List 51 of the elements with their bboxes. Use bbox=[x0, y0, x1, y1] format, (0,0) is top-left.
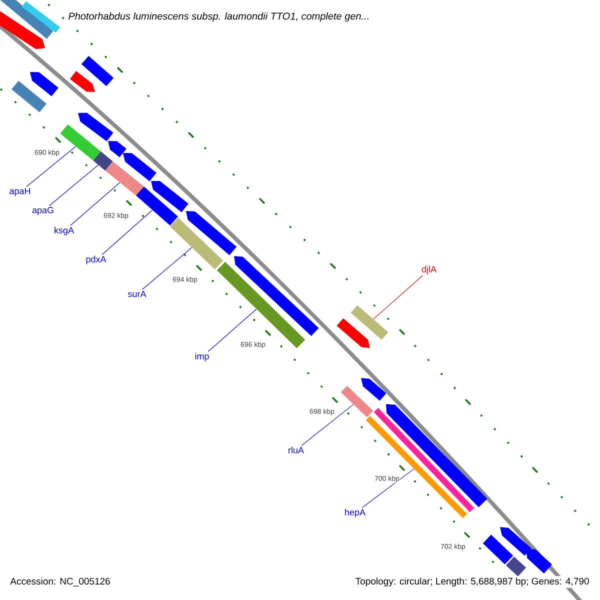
gene-bar bbox=[350, 305, 388, 340]
leader-line bbox=[26, 146, 76, 188]
gene-bar bbox=[136, 186, 178, 226]
gene-block bbox=[0, 10, 45, 50]
leader-line bbox=[208, 308, 257, 352]
gene-block bbox=[78, 112, 114, 142]
gene-block bbox=[108, 141, 126, 158]
leader-line bbox=[373, 275, 424, 320]
gene-bar bbox=[340, 386, 374, 418]
gene-label: hepA bbox=[345, 508, 366, 518]
gene-block bbox=[70, 71, 95, 92]
accession-text: Accession: NC_005126 bbox=[10, 578, 110, 586]
gene-bar bbox=[93, 151, 113, 171]
leader-line bbox=[301, 404, 354, 446]
gene-block bbox=[30, 72, 58, 96]
gene-block bbox=[361, 378, 386, 401]
gene-label: ksgA bbox=[54, 226, 74, 236]
leader-line bbox=[70, 182, 120, 226]
gene-block bbox=[234, 256, 319, 336]
leader-line bbox=[142, 247, 192, 290]
gene-label: imp bbox=[195, 352, 209, 362]
gene-block bbox=[186, 211, 237, 256]
gene-bar bbox=[60, 124, 101, 161]
gene-block bbox=[151, 181, 188, 212]
gene-bar bbox=[506, 556, 526, 576]
gene-label: surA bbox=[128, 290, 146, 298]
gene-label: apaG bbox=[32, 206, 54, 216]
gene-label: apaH bbox=[10, 188, 30, 196]
gene-bar bbox=[366, 416, 468, 518]
gene-bar bbox=[105, 161, 144, 196]
gene-bar bbox=[482, 534, 514, 564]
summary-text: Topology: circular; Length: 5,688,987 bp; Genes: 4,790 bbox=[354, 576, 591, 588]
gene-block bbox=[123, 153, 156, 182]
leader-line bbox=[102, 210, 153, 255]
gene-bar bbox=[81, 56, 114, 86]
gene-block bbox=[336, 318, 370, 348]
title: Photorhabdus luminescens subsp. laumondii TTO1, complete gen... bbox=[68, 12, 368, 22]
gene-bar bbox=[12, 80, 46, 112]
gene-bar bbox=[216, 262, 306, 348]
gene-bar bbox=[374, 408, 474, 512]
gene-bar bbox=[22, 1, 60, 33]
gene-label: djlA bbox=[422, 266, 436, 274]
gene-block bbox=[500, 527, 532, 556]
gene-block bbox=[526, 549, 552, 574]
gene-bar bbox=[170, 218, 224, 270]
gene-block bbox=[386, 404, 488, 508]
gene-label: pdxA bbox=[86, 256, 106, 264]
gene-bar bbox=[0, 0, 54, 39]
leader-line bbox=[49, 164, 98, 206]
leader-line bbox=[362, 468, 414, 508]
gene-label: rluA bbox=[288, 446, 304, 454]
